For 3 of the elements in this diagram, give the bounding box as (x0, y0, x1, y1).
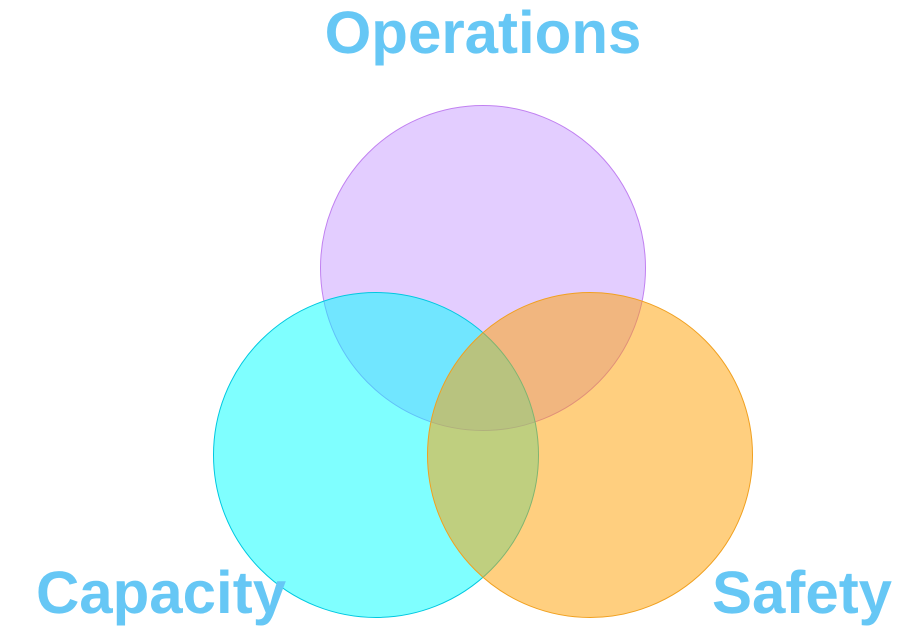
set-label: Operations (324, 3, 642, 63)
set-label: Capacity (36, 563, 286, 623)
set-label: Safety (712, 563, 892, 623)
